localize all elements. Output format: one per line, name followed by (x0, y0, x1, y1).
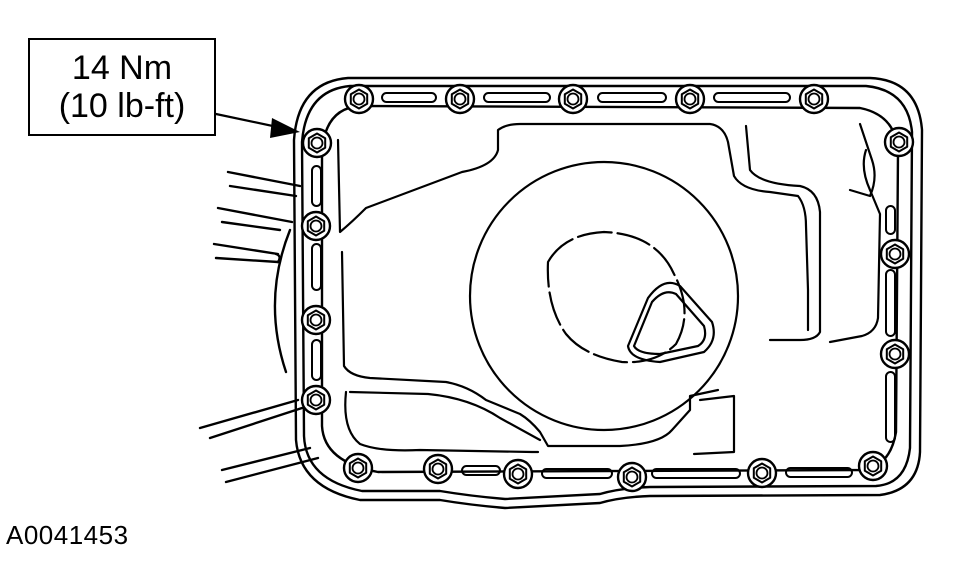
bolt-bottom-2 (422, 453, 454, 485)
torque-lbft-label: (10 lb-ft) (58, 87, 186, 125)
bolt-left-3 (300, 304, 332, 336)
pan-bolts (300, 83, 915, 493)
bolt-left-4 (300, 384, 332, 416)
bolt-bottom-4 (616, 461, 648, 493)
oil-pan-flange (292, 76, 924, 510)
bolt-left-1 (301, 127, 333, 159)
pan-interior (316, 122, 882, 456)
engine-block-lines (198, 170, 320, 484)
bolt-top-3 (557, 83, 589, 115)
callout-arrow (214, 112, 300, 138)
bolt-top-2 (444, 83, 476, 115)
bolt-top-1 (343, 83, 375, 115)
bolt-top-5 (798, 83, 830, 115)
flange-slots (311, 92, 896, 479)
bolt-right-3 (879, 338, 911, 370)
torque-nm-label: 14 Nm (71, 49, 173, 87)
bolt-bottom-3 (502, 458, 534, 490)
bolt-left-2 (300, 210, 332, 242)
bolt-top-4 (674, 83, 706, 115)
pump-boss (468, 160, 740, 432)
figure-reference-code: A0041453 (6, 520, 129, 550)
bolt-bottom-6 (857, 450, 889, 482)
bolt-bottom-1 (342, 452, 374, 484)
bolt-bottom-5 (746, 457, 778, 489)
bolt-right-1 (883, 126, 915, 158)
torque-callout: 14 Nm (10 lb-ft) (28, 38, 216, 136)
bolt-right-2 (879, 238, 911, 270)
